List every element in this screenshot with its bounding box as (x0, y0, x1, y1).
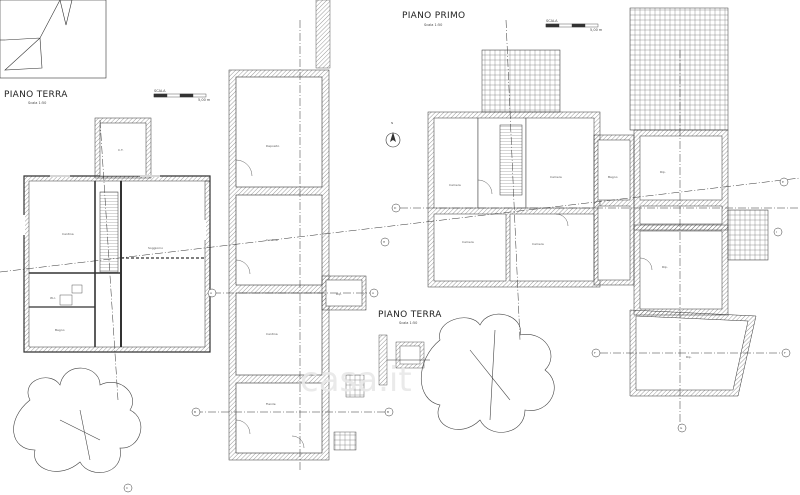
room-rip-3: Rip. (662, 265, 668, 269)
marker-h: H (383, 240, 386, 244)
room-ct: C.T. (118, 148, 124, 152)
marker-a-left: A (210, 291, 213, 295)
title-piano-terra-right: PIANO TERRA (378, 310, 442, 320)
room-bagno: Bagno (55, 328, 65, 332)
scale-bar-left-label: SCALA (154, 89, 166, 93)
scale-bar-right-end: 5,00 m (590, 28, 603, 32)
north-label: N (391, 121, 394, 125)
building-left (23, 117, 211, 353)
marker-g: G (680, 426, 683, 430)
scale-bars (153, 23, 599, 98)
building-middle (228, 69, 367, 461)
room-cantina: Cantina (62, 232, 74, 236)
marker-b-right: B (387, 410, 390, 414)
marker-c: C (126, 486, 129, 490)
building-right (427, 7, 769, 397)
room-wc: W.c. (50, 296, 57, 300)
title-piano-primo: PIANO PRIMO (402, 11, 466, 21)
ground-detail (378, 334, 430, 386)
marker-d-left: D (394, 206, 397, 210)
scale-piano-terra-left: Scala 1:50 (28, 101, 47, 105)
room-cantina-3: Cantina (266, 332, 278, 336)
scale-piano-terra-right: Scala 1:50 (399, 321, 418, 325)
marker-i: I (776, 230, 777, 234)
room-camera-4: Camera (532, 242, 544, 246)
room-deposito: Deposito (266, 144, 280, 148)
scale-bar-left-end: 5,00 m (198, 98, 211, 102)
scale-piano-primo: Scala 1:50 (424, 23, 443, 27)
scale-bar-right-label: SCALA (546, 19, 558, 23)
room-fienile: Fienile (266, 402, 276, 406)
room-bagno-2: Bagno (608, 175, 618, 179)
key-plan (0, 0, 107, 79)
trees (13, 313, 555, 473)
room-cantina-2: Cantina (266, 238, 278, 242)
marker-b-left: B (194, 410, 197, 414)
axis-markers (123, 177, 791, 493)
road-strip (315, 0, 331, 69)
watermark: casa.it (300, 360, 412, 400)
room-camera-2: Camera (550, 175, 562, 179)
section-axes (0, 19, 800, 470)
marker-f-left: F (594, 351, 596, 355)
room-soggiorno: Soggiorno (148, 246, 164, 250)
room-camera-1: Camera (449, 183, 461, 187)
marker-a-right: A (372, 291, 375, 295)
title-piano-terra-left: PIANO TERRA (4, 90, 68, 100)
room-rip-4: Rip. (686, 355, 692, 359)
room-rip-2: Rip. (660, 170, 666, 174)
north-arrow (385, 132, 401, 148)
marker-f-right: F (784, 351, 786, 355)
room-camera-3: Camera (462, 240, 474, 244)
marker-e: E (782, 180, 784, 184)
room-ripostiglio: Rip. (336, 292, 342, 296)
